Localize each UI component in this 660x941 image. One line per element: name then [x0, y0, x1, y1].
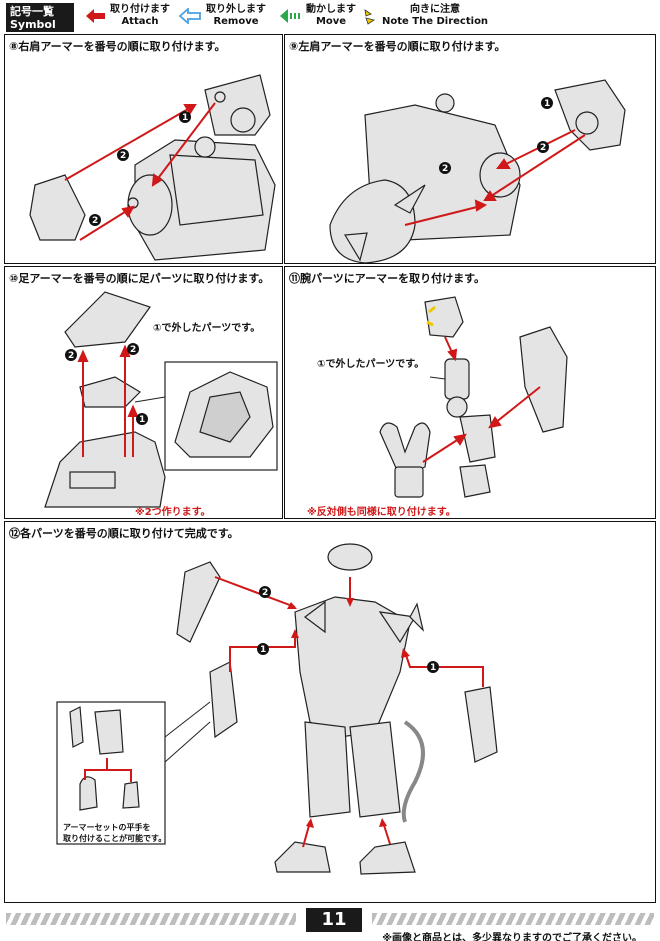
step-8-illustration: 1 2 2: [29, 74, 276, 261]
head-part: [327, 543, 373, 571]
step-10-panel: ⑩足アーマーを番号の順に足パーツに取り付けます。 2 2 1 ①で外したパーツで…: [4, 266, 283, 519]
step-12-inset-note-2: 取り付けることが可能です。: [63, 834, 167, 843]
foot-armor-top-part: [64, 291, 151, 348]
right-leg-part: [349, 721, 401, 818]
marker-1: 1: [430, 663, 436, 673]
right-arm-part: [464, 686, 498, 763]
marker-2: 2: [540, 143, 546, 153]
spiked-shoulder-armor-part: [329, 179, 416, 263]
left-foot-part: [274, 841, 331, 873]
step-12-inset-note-1: アーマーセットの平手を: [63, 823, 151, 832]
step-11-note: ※反対側も同様に取り付けます。: [307, 507, 456, 518]
forearm-armor-part: [519, 326, 568, 433]
open-hand-part: [379, 422, 431, 478]
step-10-title: ⑩足アーマーを番号の順に足パーツに取り付けます。: [9, 272, 270, 285]
symbol-list-jp: 記号一覧: [10, 5, 54, 18]
marker-1: 1: [182, 113, 188, 123]
disclaimer-text: ※画像と商品とは、多少異なりますのでご了承ください。: [382, 933, 642, 941]
marker-2: 2: [68, 351, 74, 361]
marker-2: 2: [442, 164, 448, 174]
torso-part: [294, 596, 411, 738]
footer-stripe-left: [6, 913, 296, 925]
marker-1: 1: [260, 645, 266, 655]
direction-mark-icon: [364, 9, 375, 25]
step-10-callout: ①で外したパーツです。: [153, 323, 261, 334]
step-9-illustration: 1 2 2: [329, 79, 626, 263]
marker-1: 1: [544, 99, 550, 109]
step-9-panel: ⑨左肩アーマーを番号の順に取り付けます。 1 2 2: [284, 34, 656, 264]
right-foot-part: [359, 841, 416, 875]
step-10-note: ※2つ作ります。: [135, 507, 211, 518]
page-footer: 11 ※画像と商品とは、多少異なりますのでご了承ください。: [0, 905, 660, 941]
step-11-illustration: [379, 296, 568, 498]
step-12-title: ⑫各パーツを番号の順に取り付けて完成です。: [9, 527, 239, 540]
step-9-title: ⑨左肩アーマーを番号の順に取り付けます。: [289, 40, 506, 53]
upper-arm-armor-part: [424, 296, 464, 338]
shield-part: [176, 561, 221, 643]
attach-arrow-icon: [86, 9, 105, 23]
footer-stripe-right: [372, 913, 654, 925]
step-11-panel: ⑪腕パーツにアーマーを取り付けます。 ①で外したパーツです。 ※反対側も同様に取…: [284, 266, 656, 519]
step-8-panel: ⑧右肩アーマーを番号の順に取り付けます。 1 2 2: [4, 34, 283, 264]
foot-inner-part: [79, 376, 141, 408]
hand-part: [459, 464, 491, 498]
step-11-title: ⑪腕パーツにアーマーを取り付けます。: [289, 272, 486, 285]
remove-arrow-icon: [178, 8, 201, 24]
step-12-panel: ⑫各パーツを番号の順に取り付けて完成です。: [4, 521, 656, 903]
foot-base-part: [44, 431, 166, 508]
forearm-part: [459, 414, 496, 463]
left-leg-part: [304, 721, 351, 818]
step-11-callout: ①で外したパーツです。: [317, 359, 425, 370]
step-8-title: ⑧右肩アーマーを番号の順に取り付けます。: [9, 40, 226, 53]
marker-1: 1: [139, 415, 145, 425]
symbol-list-label: 記号一覧 Symbol List: [6, 3, 74, 44]
page-number: 11: [306, 908, 362, 932]
step-12-illustration: 2 1 1: [56, 543, 498, 875]
move-arrow-icon: [280, 9, 300, 23]
marker-2: 2: [262, 588, 268, 598]
marker-2: 2: [120, 151, 126, 161]
shoulder-armor-cover-part: [29, 174, 86, 241]
left-arm-part: [209, 661, 238, 739]
marker-2: 2: [92, 216, 98, 226]
marker-2: 2: [130, 345, 136, 355]
step-10-illustration: 2 2 1: [44, 291, 278, 508]
